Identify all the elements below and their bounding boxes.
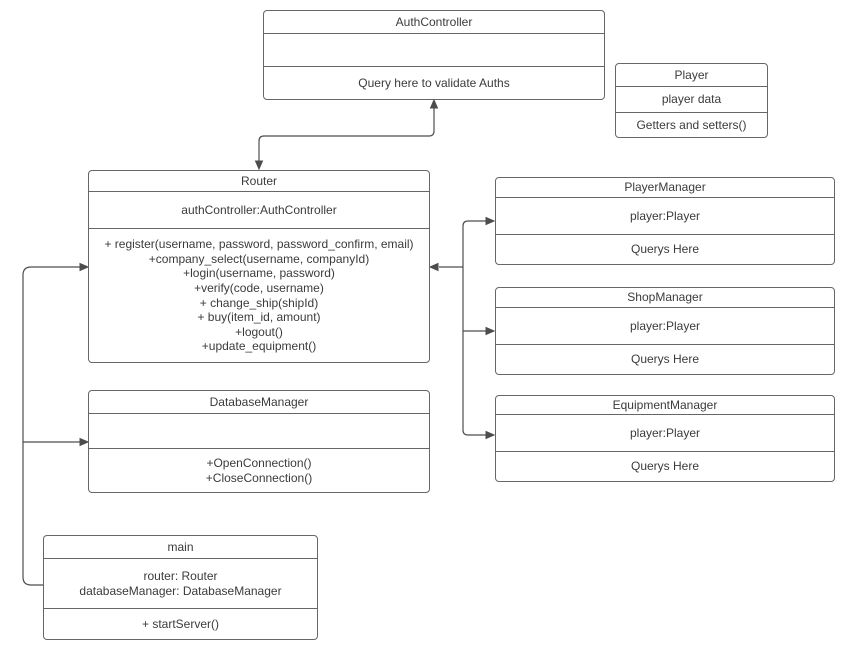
arrowhead-up-icon: [429, 98, 439, 109]
class-databasemanager: DatabaseManager +OpenConnection() +Close…: [88, 390, 430, 493]
arrowhead-down-icon: [254, 160, 264, 171]
class-attributes: authController:AuthController: [89, 191, 429, 228]
class-title: main: [167, 539, 194, 554]
class-methods: +OpenConnection() +CloseConnection(): [89, 448, 429, 492]
class-methods: Querys Here: [496, 344, 834, 374]
class-title: EquipmentManager: [612, 397, 718, 412]
class-attributes: router: Router databaseManager: Database…: [44, 558, 317, 608]
class-attributes: player:Player: [496, 197, 834, 234]
class-title: Router: [240, 173, 278, 188]
class-authcontroller: AuthController Query here to validate Au…: [263, 10, 605, 100]
arrowhead-right-icon: [485, 216, 496, 226]
class-title: ShopManager: [627, 290, 703, 305]
class-methods: Querys Here: [496, 234, 834, 264]
arrowhead-right-icon: [485, 326, 496, 336]
class-shopmanager: ShopManager player:Player Querys Here: [495, 287, 835, 375]
class-methods: + startServer(): [44, 608, 317, 639]
class-playermanager: PlayerManager player:Player Querys Here: [495, 177, 835, 265]
class-attributes: player:Player: [496, 414, 834, 451]
class-attributes: [89, 413, 429, 448]
class-router: Router authController:AuthController + r…: [88, 170, 430, 363]
class-title: Player: [674, 67, 709, 82]
class-attributes: [264, 33, 604, 66]
class-methods: Querys Here: [496, 451, 834, 481]
arrowhead-left-icon: [428, 262, 439, 272]
arrowhead-right-icon: [485, 430, 496, 440]
class-title: DatabaseManager: [209, 394, 309, 409]
class-main: main router: Router databaseManager: Dat…: [43, 535, 318, 640]
class-equipmentmanager: EquipmentManager player:Player Querys He…: [495, 395, 835, 482]
arrowhead-right-icon: [79, 262, 90, 272]
edge-router-authcontroller: [254, 98, 439, 171]
class-methods: Getters and setters(): [616, 112, 767, 137]
class-methods: Query here to validate Auths: [264, 66, 604, 99]
arrowhead-right-icon: [79, 437, 90, 447]
class-title: AuthController: [395, 14, 473, 29]
class-title: PlayerManager: [624, 180, 706, 195]
class-player: Player player data Getters and setters(): [615, 63, 768, 138]
edge-router-managers: [428, 216, 496, 440]
class-attributes: player data: [616, 86, 767, 112]
class-attributes: player:Player: [496, 307, 834, 344]
class-methods: + register(username, password, password_…: [89, 228, 429, 362]
